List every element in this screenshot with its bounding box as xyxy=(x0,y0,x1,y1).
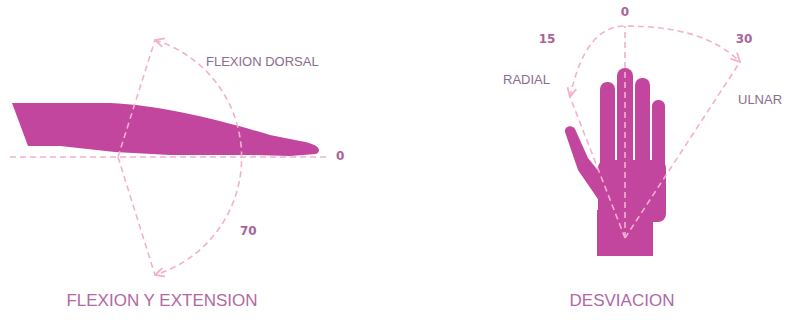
angle-number: 15 xyxy=(539,33,556,46)
hand-side xyxy=(12,103,319,156)
angle-number: 30 xyxy=(736,33,753,46)
angle-number: 0 xyxy=(336,150,344,163)
direction-label: ULNAR xyxy=(738,93,782,107)
angle-number: 70 xyxy=(240,225,257,238)
angle-lines xyxy=(10,40,330,275)
figure-caption: DESVIACION xyxy=(570,292,675,311)
hand-palm xyxy=(565,68,666,256)
angle-number: 0 xyxy=(621,6,629,19)
figure-caption: FLEXION Y EXTENSION xyxy=(66,292,257,311)
direction-label: RADIAL xyxy=(503,73,550,87)
angle-label: FLEXION DORSAL xyxy=(206,55,319,69)
deviation-lines xyxy=(570,26,740,238)
